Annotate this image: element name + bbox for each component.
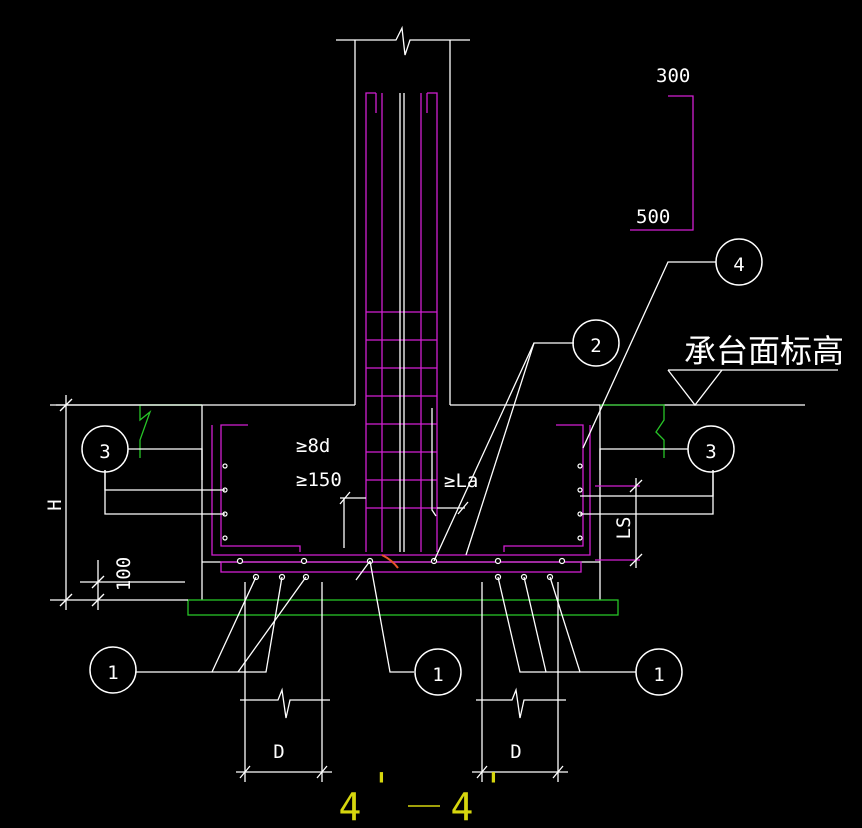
anchor-150-label: ≥150 xyxy=(296,469,342,491)
balloon-1-mid: 1 xyxy=(414,648,462,696)
column-outline xyxy=(336,25,470,405)
piles xyxy=(240,582,566,719)
balloon-1-right: 1 xyxy=(635,648,683,696)
section-title: 4 ' 4 ' xyxy=(339,765,505,828)
height-label: H xyxy=(44,499,66,510)
pile-dia-right-label: D xyxy=(510,741,521,763)
elevation-marker xyxy=(667,369,838,407)
leader-lines xyxy=(104,261,716,673)
section-title-right-prime: ' xyxy=(482,765,505,809)
cushion-layer xyxy=(139,404,665,616)
red-mark xyxy=(381,554,399,569)
bottom-cover-label: 100 xyxy=(113,557,135,591)
hook-bottom-label: 500 xyxy=(636,206,670,228)
section-title-right: 4 xyxy=(451,785,474,828)
elevation-label: 承台面标高 xyxy=(684,332,844,370)
balloon-1-left-label: 1 xyxy=(107,662,118,684)
hook-detail xyxy=(630,95,694,231)
balloon-3-right: 3 xyxy=(687,425,735,473)
pile-dia-left-label: D xyxy=(273,741,284,763)
pile-dims xyxy=(236,700,568,782)
balloon-1-left: 1 xyxy=(89,646,137,694)
column-rebar-cage xyxy=(365,92,438,552)
balloon-2: 2 xyxy=(572,319,620,367)
spacing-dim xyxy=(629,478,643,568)
hook-top-label: 300 xyxy=(656,65,690,87)
balloon-4: 4 xyxy=(715,238,763,286)
balloon-1-right-label: 1 xyxy=(653,664,664,686)
balloon-4-label: 4 xyxy=(733,254,744,276)
cap-outline xyxy=(201,405,601,600)
balloon-3-right-label: 3 xyxy=(705,441,716,463)
lap-label: ≥La xyxy=(444,470,478,492)
height-dim xyxy=(50,395,202,610)
balloon-3-left-label: 3 xyxy=(99,441,110,463)
balloon-3-left: 3 xyxy=(81,425,129,473)
section-title-left: 4 xyxy=(339,785,362,828)
spacing-label: LS xyxy=(613,517,635,540)
column-bars-white xyxy=(399,93,437,552)
anchor-dims xyxy=(339,491,469,548)
anchor-8d-label: ≥8d xyxy=(296,435,330,457)
balloon-2-label: 2 xyxy=(590,335,601,357)
section-title-left-prime: ' xyxy=(370,765,393,809)
cap-rebar xyxy=(211,424,640,573)
balloon-1-mid-label: 1 xyxy=(432,664,443,686)
